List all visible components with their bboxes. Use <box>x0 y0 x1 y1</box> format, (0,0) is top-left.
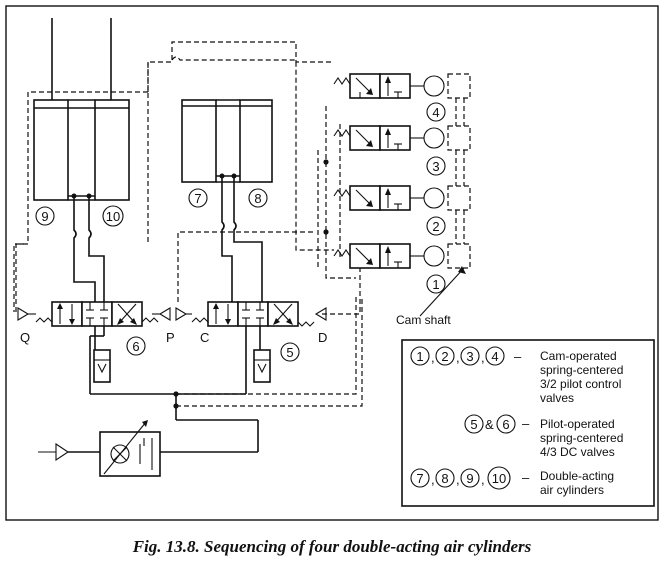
svg-text:,: , <box>456 472 460 487</box>
cam-valve-4 <box>333 73 445 99</box>
svg-text:air cylinders: air cylinders <box>540 483 604 497</box>
svg-text:valves: valves <box>540 391 574 405</box>
dc-valve-5 <box>175 301 327 394</box>
cylinder-9-label: 9 <box>35 206 55 226</box>
svg-text:6: 6 <box>502 417 509 432</box>
valve-6-number: 6 <box>126 336 146 356</box>
svg-text:6: 6 <box>132 339 139 354</box>
svg-text:,: , <box>481 350 485 365</box>
svg-text:9: 9 <box>466 471 473 486</box>
svg-text:1: 1 <box>416 349 423 364</box>
svg-text:Cam-operated: Cam-operated <box>540 349 617 363</box>
svg-text:3: 3 <box>466 349 473 364</box>
svg-text:5: 5 <box>286 345 293 360</box>
pilot-lines <box>13 41 363 407</box>
svg-text:Pilot-operated: Pilot-operated <box>540 417 615 431</box>
svg-text:4: 4 <box>432 105 439 120</box>
diagram-frame <box>5 5 659 521</box>
svg-text:,: , <box>431 350 435 365</box>
svg-text:&: & <box>485 417 494 432</box>
muffler-left <box>93 349 111 383</box>
valve-5-label-c: C <box>200 330 209 345</box>
cam-roller-4-label: 4 <box>426 102 446 122</box>
cam-valve-3 <box>333 125 445 151</box>
svg-text:3/2 pilot control: 3/2 pilot control <box>540 377 621 391</box>
svg-text:,: , <box>431 472 435 487</box>
legend-row-cam-valves: 1 , 2 , 3 , 4 – Cam-operated spring-cent… <box>410 346 623 405</box>
svg-text:spring-centered: spring-centered <box>540 431 623 445</box>
cam-roller-2-label: 2 <box>426 216 446 236</box>
figure-caption: Fig. 13.8. Sequencing of four double-act… <box>132 537 532 556</box>
valve-6-label-p: P <box>166 330 175 345</box>
svg-text:2: 2 <box>432 219 439 234</box>
cylinder-supply-lines <box>73 176 263 302</box>
valve-6-label-q: Q <box>20 330 30 345</box>
svg-text:5: 5 <box>470 417 477 432</box>
svg-text:10: 10 <box>492 471 506 486</box>
valve-5-label-d: D <box>318 330 327 345</box>
svg-text:3: 3 <box>432 159 439 174</box>
svg-text:4: 4 <box>491 349 498 364</box>
valve-5-number: 5 <box>280 342 300 362</box>
cylinder-group-left <box>33 18 130 201</box>
cam-valve-1 <box>333 243 445 269</box>
svg-text:8: 8 <box>441 471 448 486</box>
svg-text:9: 9 <box>41 209 48 224</box>
cam-shaft-label: Cam shaft <box>396 313 451 327</box>
cylinder-8-label: 8 <box>248 188 268 208</box>
svg-text:4/3 DC valves: 4/3 DC valves <box>540 445 615 459</box>
cam-valve-2 <box>333 185 445 211</box>
svg-text:2: 2 <box>441 349 448 364</box>
muffler-right <box>253 349 271 383</box>
svg-text:7: 7 <box>194 191 201 206</box>
legend-box <box>401 339 655 507</box>
svg-text:1: 1 <box>432 277 439 292</box>
frl-unit <box>38 420 161 477</box>
svg-text:7: 7 <box>416 471 423 486</box>
cam-roller-3-label: 3 <box>426 156 446 176</box>
svg-text:spring-centered: spring-centered <box>540 363 623 377</box>
svg-text:Double-acting: Double-acting <box>540 469 614 483</box>
cylinder-10-label: 10 <box>102 205 124 227</box>
legend-row-cylinders: 7 , 8 , 9 , 10 – Double-acting air cylin… <box>410 466 614 497</box>
cylinder-7-label: 7 <box>188 188 208 208</box>
svg-text:8: 8 <box>254 191 261 206</box>
svg-text:10: 10 <box>106 209 120 224</box>
cam-shaft <box>419 73 471 317</box>
svg-text:–: – <box>522 416 530 431</box>
svg-text:,: , <box>456 350 460 365</box>
svg-text:–: – <box>522 470 530 485</box>
cylinder-group-right <box>181 99 273 183</box>
legend-row-dc-valves: 5 & 6 – Pilot-operated spring-centered 4… <box>464 414 623 459</box>
svg-text:–: – <box>514 349 522 364</box>
svg-text:,: , <box>481 472 485 487</box>
dc-valve-6 <box>17 301 171 394</box>
cam-roller-1-label: 1 <box>426 274 446 294</box>
